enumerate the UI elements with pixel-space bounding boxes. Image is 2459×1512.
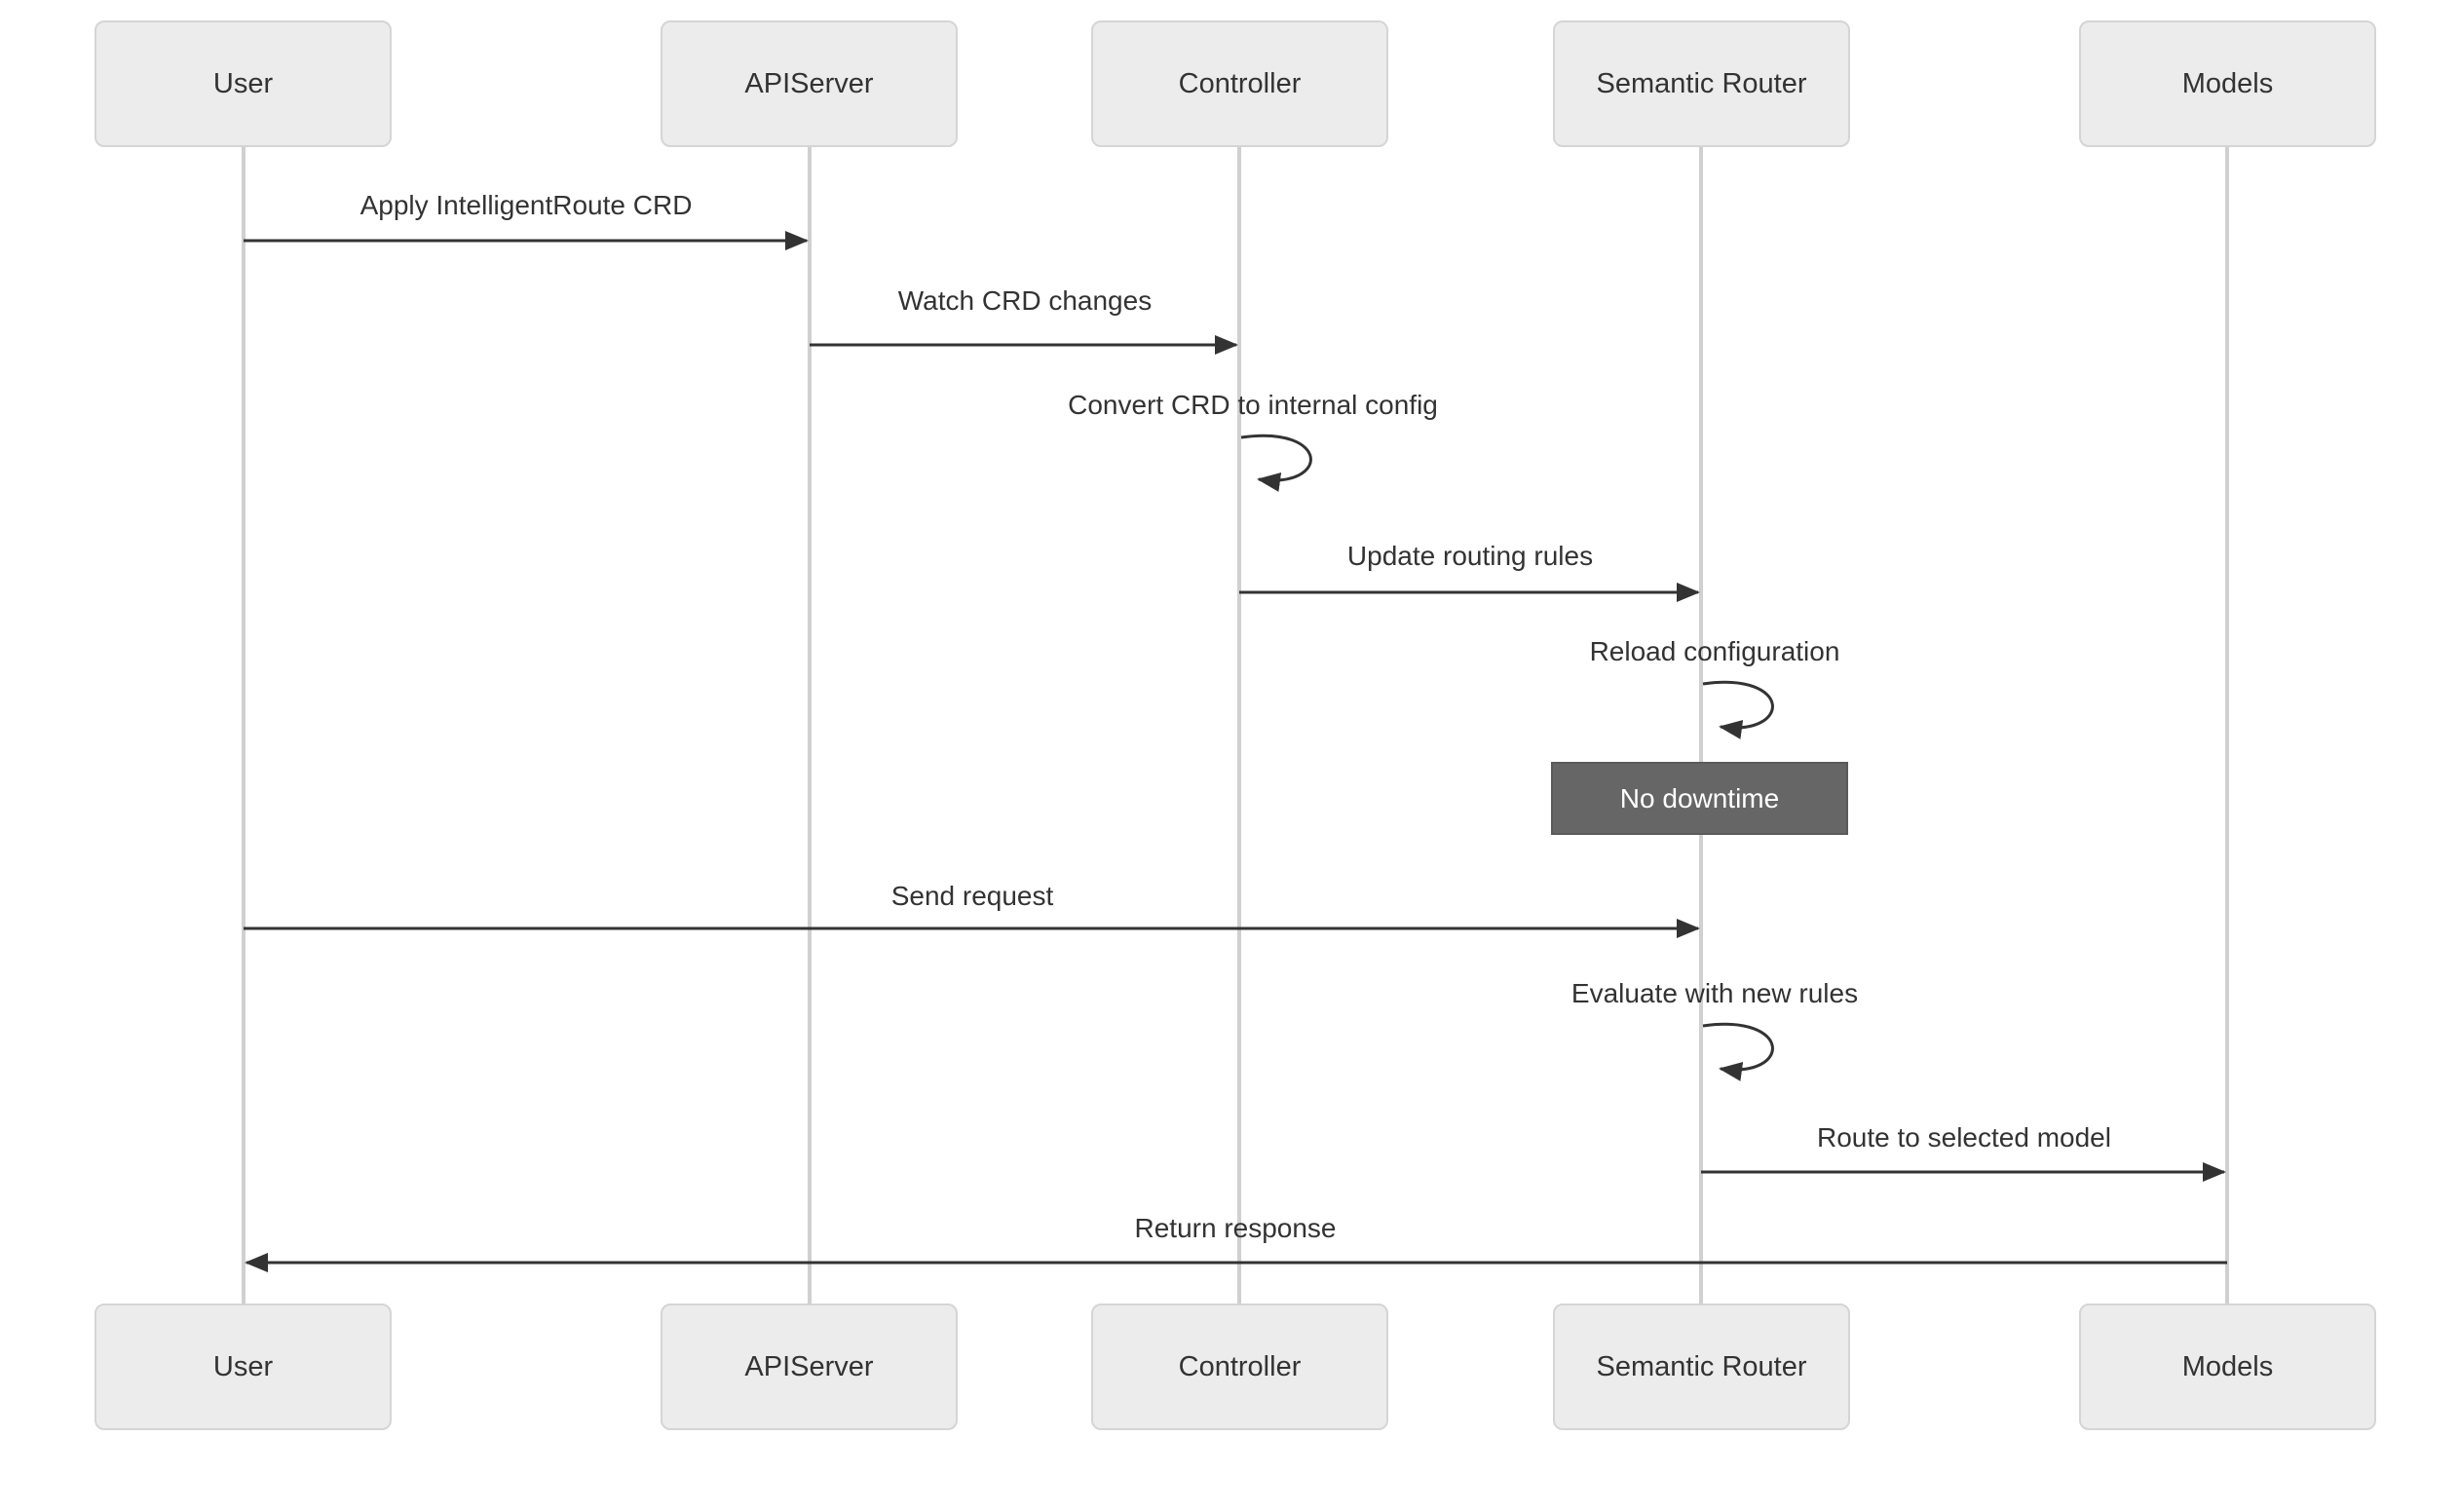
actor-box-apiserver-bottom: APIServer	[661, 1304, 958, 1430]
actor-box-user-bottom: User	[95, 1304, 392, 1430]
actor-box-models-bottom: Models	[2079, 1304, 2376, 1430]
actor-label: Models	[2181, 1350, 2274, 1382]
actor-label: Controller	[1178, 67, 1302, 99]
actor-label: Controller	[1178, 1350, 1302, 1382]
actor-label: APIServer	[744, 67, 874, 99]
message-label-evaluate-new-rules: Evaluate with new rules	[1570, 978, 1859, 1008]
actor-label: APIServer	[744, 1350, 874, 1382]
message-label-return-response: Return response	[1134, 1213, 1337, 1243]
actor-box-controller-top: Controller	[1091, 20, 1388, 147]
actor-box-semantic-router-bottom: Semantic Router	[1553, 1304, 1850, 1430]
message-label-update-routing-rules: Update routing rules	[1346, 541, 1594, 571]
actor-label: User	[212, 67, 274, 99]
actor-box-user-top: User	[95, 20, 392, 147]
message-label-reload-configuration: Reload configuration	[1589, 636, 1840, 666]
actor-label: Semantic Router	[1596, 1350, 1807, 1382]
actor-box-apiserver-top: APIServer	[661, 20, 958, 147]
actor-label: User	[212, 1350, 274, 1382]
note-no-downtime: No downtime	[1551, 762, 1848, 835]
message-label-route-to-selected-model: Route to selected model	[1817, 1122, 2111, 1153]
actor-box-models-top: Models	[2079, 20, 2376, 147]
message-label-convert-crd: Convert CRD to internal config	[1068, 390, 1438, 420]
note-label: No downtime	[1619, 782, 1780, 813]
actor-box-semantic-router-top: Semantic Router	[1553, 20, 1850, 147]
self-loop-evaluate-new-rules	[1702, 1022, 1774, 1081]
message-label-send-request: Send request	[890, 881, 1054, 911]
message-label-watch-crd-changes: Watch CRD changes	[897, 285, 1153, 316]
actor-label: Semantic Router	[1596, 67, 1807, 99]
message-label-apply-intelligentroute-crd: Apply IntelligentRoute CRD	[359, 190, 693, 220]
self-loop-convert-crd	[1240, 434, 1312, 492]
self-loop-reload-configuration	[1702, 680, 1774, 739]
actor-box-controller-bottom: Controller	[1091, 1304, 1388, 1430]
actor-label: Models	[2181, 67, 2274, 99]
